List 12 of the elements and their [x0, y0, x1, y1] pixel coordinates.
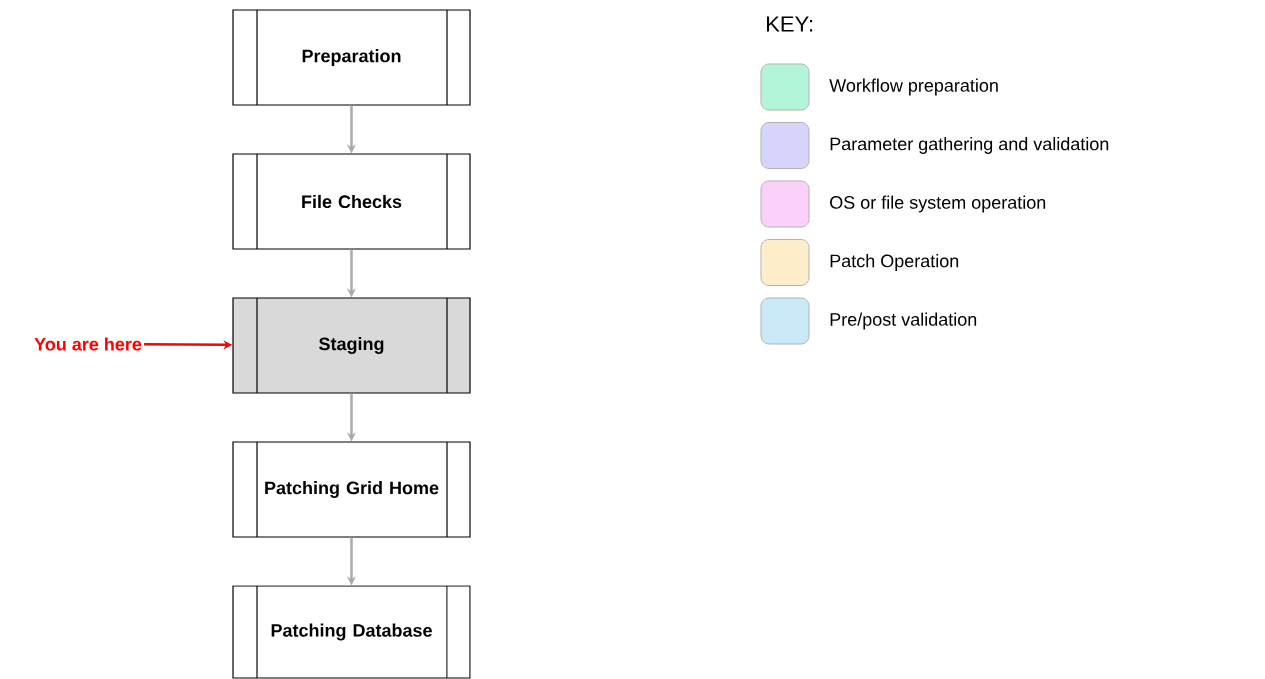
process-box: Patching Grid Home [232, 441, 471, 538]
legend-label: Workflow preparation [829, 78, 998, 96]
process-box: Staging [232, 297, 471, 394]
legend-label: Patch Operation [830, 254, 959, 271]
process-box: Patching Database [232, 585, 471, 679]
process-box: File Checks [232, 153, 471, 250]
legend-label: Pre/post validation [830, 312, 977, 330]
legend-label: Parameter gathering and validation [830, 137, 1109, 154]
legend-label: OS or file system operation [830, 195, 1046, 213]
pointer-text: You are here [34, 337, 142, 351]
key-heading: KEY: [767, 16, 813, 32]
process-box: Preparation [232, 9, 471, 106]
